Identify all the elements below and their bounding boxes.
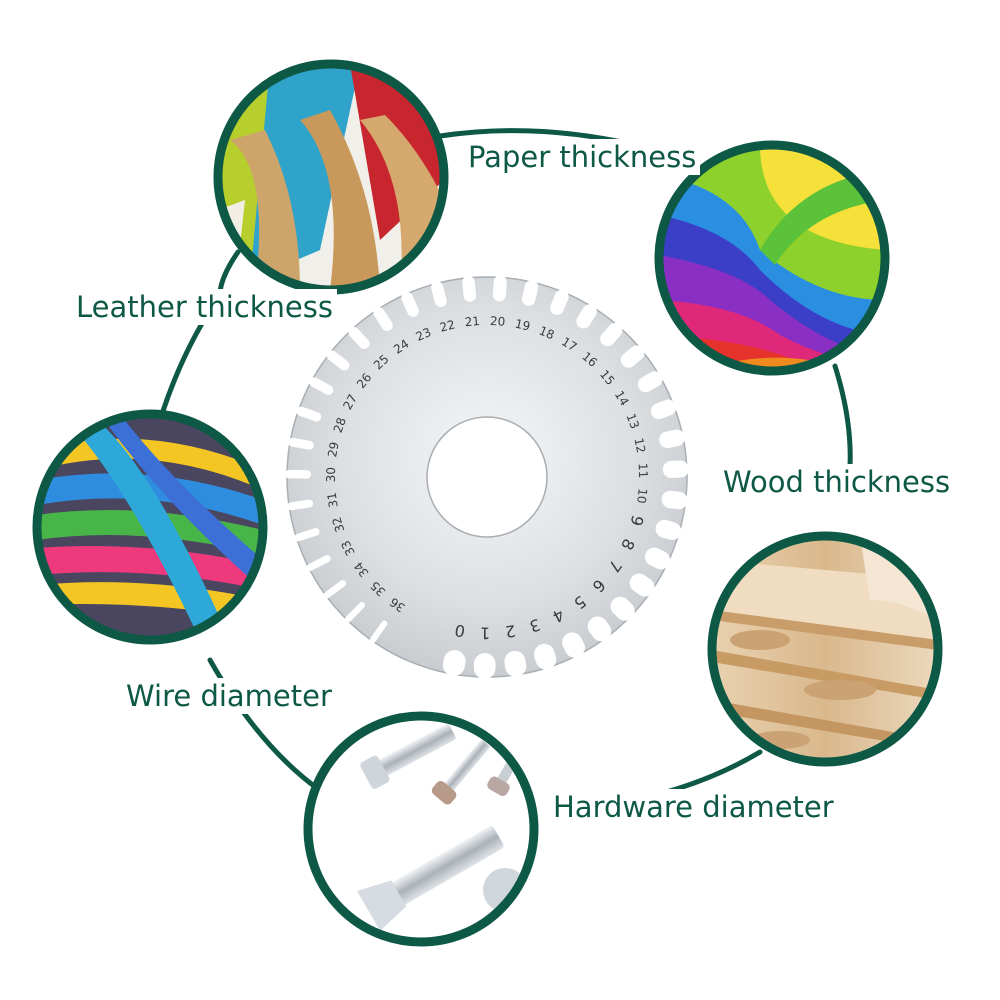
gauge-number-1: 1: [480, 623, 490, 642]
gauge-slot: [620, 345, 645, 368]
gauge-slot: [610, 596, 635, 621]
photo-paper: [654, 140, 890, 376]
gauge-number-2: 2: [504, 621, 517, 641]
gauge-number-32: 32: [329, 515, 347, 534]
gauge-slot: [442, 650, 466, 677]
gauge-slot: [492, 275, 507, 302]
connector-paper-wood: [832, 363, 853, 469]
gauge-slot: [521, 280, 539, 306]
gauge-slot: [296, 406, 322, 422]
connector-leather-tail: [217, 249, 241, 295]
gauge-slot: [562, 632, 585, 658]
label-paper-thickness: Paper thickness: [464, 139, 701, 175]
gauge-slot: [285, 469, 311, 479]
gauge-slot: [650, 399, 677, 420]
gauge-slot: [294, 528, 320, 542]
gauge-slot: [629, 573, 655, 597]
gauge-slot: [431, 281, 447, 307]
gauge-slot: [533, 643, 557, 670]
photo-wire: [32, 409, 268, 645]
gauge-number-29: 29: [325, 441, 341, 458]
gauge-number-33: 33: [338, 538, 357, 558]
gauge-number-9: 9: [626, 513, 647, 528]
gauge-slot: [373, 307, 393, 331]
gauge-slot: [287, 499, 314, 511]
gauge-number-30: 30: [324, 467, 338, 482]
gauge-slot: [550, 289, 569, 315]
gauge-slot: [662, 460, 689, 478]
gauge-slot: [473, 653, 496, 679]
label-wire-diameter: Wire diameter: [122, 678, 336, 714]
label-leather-thickness: Leather thickness: [72, 289, 337, 325]
photo-wood: [707, 531, 943, 767]
gauge-number-31: 31: [325, 491, 341, 508]
gauge-slot: [655, 519, 682, 541]
gauge-slot: [323, 580, 347, 599]
gauge-number-11: 11: [636, 463, 651, 479]
gauge-slot: [401, 291, 419, 317]
gauge-number-18: 18: [537, 324, 556, 343]
gauge-slot: [637, 371, 663, 393]
gauge-slot: [659, 429, 686, 449]
gauge-number-20: 20: [490, 314, 506, 329]
gauge-number-12: 12: [631, 437, 648, 455]
gauge-slot: [309, 377, 334, 395]
gauge-slot: [587, 616, 612, 642]
photo-hardware: [303, 711, 539, 947]
gauge-number-13: 13: [623, 412, 642, 431]
gauge-slot: [348, 327, 370, 349]
gauge-slot: [462, 275, 477, 302]
gauge-number-19: 19: [514, 317, 532, 334]
gauge-slot: [504, 650, 527, 677]
gauge-number-0: 0: [453, 620, 466, 640]
gauge-number-14: 14: [612, 388, 632, 408]
gauge-slot: [600, 322, 623, 347]
gauge-slot: [369, 620, 388, 643]
gauge-slot: [576, 304, 597, 329]
gauge-number-22: 22: [438, 317, 456, 334]
label-wood-thickness: Wood thickness: [719, 464, 955, 500]
gauge-slot: [306, 555, 331, 571]
photo-leather: [213, 59, 449, 295]
gauge-slot: [644, 547, 671, 570]
gauge-slot: [288, 437, 314, 450]
label-hardware-diameter: Hardware diameter: [549, 789, 838, 825]
gauge-number-23: 23: [414, 325, 434, 344]
gauge-number-21: 21: [464, 314, 481, 329]
gauge-slot: [326, 350, 350, 371]
gauge-number-10: 10: [634, 487, 650, 504]
gauge-number-28: 28: [331, 416, 349, 435]
gauge-slot: [344, 602, 366, 623]
gauge-slot: [661, 490, 688, 510]
gauge-number-17: 17: [559, 334, 579, 354]
gauge-center-hole: [426, 416, 548, 538]
gauge-number-27: 27: [340, 392, 360, 412]
